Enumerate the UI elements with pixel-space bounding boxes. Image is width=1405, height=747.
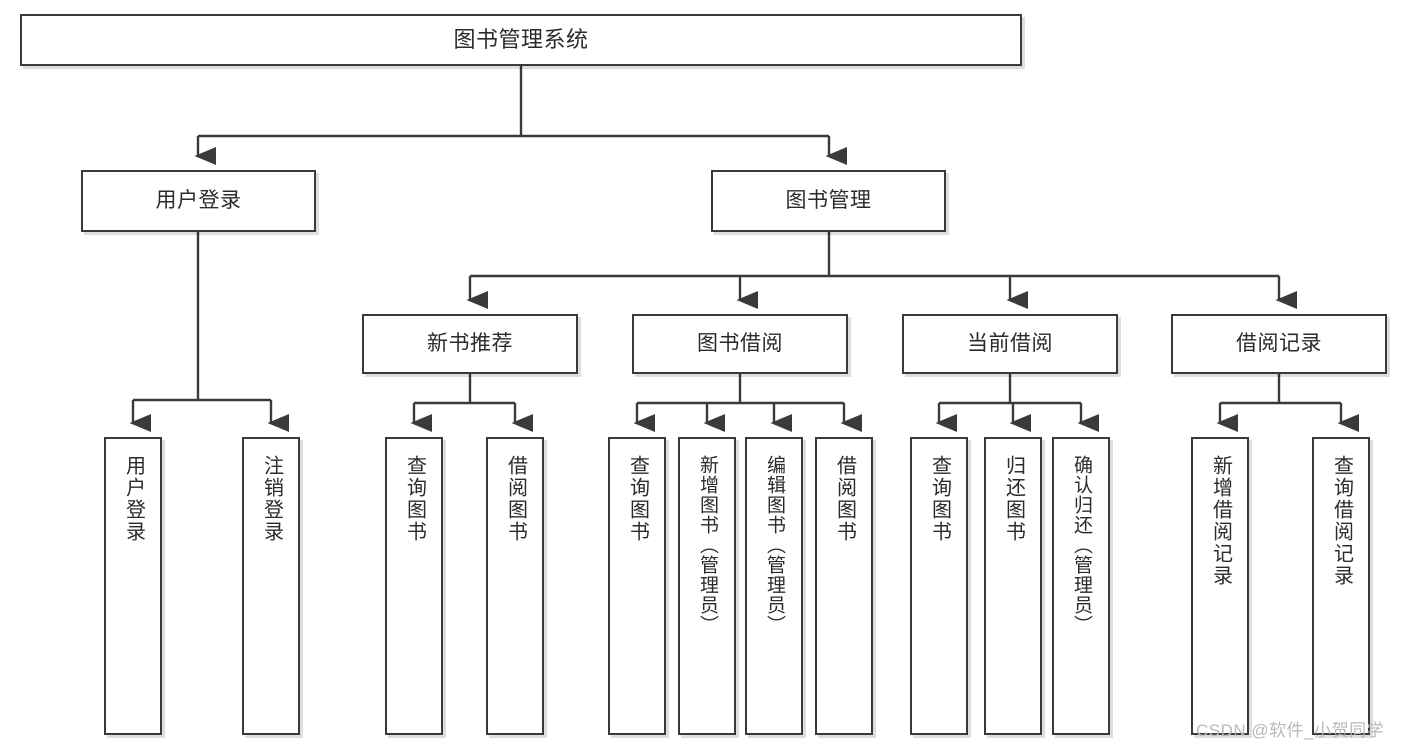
leaf-borrow-book[interactable]: 借阅图书 xyxy=(815,437,873,735)
leaf-add-borrow-record[interactable]: 新增借阅记录 xyxy=(1191,437,1249,735)
node-book-management-label: 图书管理 xyxy=(785,189,872,213)
node-new-book-recommend-label: 新书推荐 xyxy=(427,332,513,356)
leaf-user-login[interactable]: 用户登录 xyxy=(104,437,162,735)
csdn-watermark: CSDN @软件_小贺同学 xyxy=(1196,721,1385,740)
node-borrow-record-label: 借阅记录 xyxy=(1236,332,1322,356)
leaf-return-book-label: 归还图书 xyxy=(1002,455,1025,543)
leaf-query-book-current[interactable]: 查询图书 xyxy=(910,437,968,735)
node-new-book-recommend[interactable]: 新书推荐 xyxy=(362,314,578,374)
leaf-add-borrow-record-label: 新增借阅记录 xyxy=(1209,455,1232,587)
leaf-query-borrow-record-label: 查询借阅记录 xyxy=(1330,455,1353,587)
node-book-borrow-label: 图书借阅 xyxy=(697,332,783,356)
leaf-borrow-book-label: 借阅图书 xyxy=(833,455,856,543)
leaf-query-borrow-record[interactable]: 查询借阅记录 xyxy=(1312,437,1370,735)
leaf-borrow-book-recommend-label: 借阅图书 xyxy=(504,455,527,543)
node-user-login[interactable]: 用户登录 xyxy=(81,170,316,232)
leaf-edit-book-admin[interactable]: 编辑图书（管理员） xyxy=(745,437,803,735)
leaf-query-book-current-label: 查询图书 xyxy=(928,455,951,543)
node-current-borrow-label: 当前借阅 xyxy=(967,332,1053,356)
leaf-return-book[interactable]: 归还图书 xyxy=(984,437,1042,735)
node-book-management[interactable]: 图书管理 xyxy=(711,170,946,232)
leaf-add-book-admin[interactable]: 新增图书（管理员） xyxy=(678,437,736,735)
leaf-user-logout[interactable]: 注销登录 xyxy=(242,437,300,735)
leaf-query-book-borrow-label: 查询图书 xyxy=(626,455,649,543)
node-root-label: 图书管理系统 xyxy=(453,26,589,52)
leaf-query-book-borrow[interactable]: 查询图书 xyxy=(608,437,666,735)
node-book-borrow[interactable]: 图书借阅 xyxy=(632,314,848,374)
node-user-login-label: 用户登录 xyxy=(155,189,242,213)
node-borrow-record[interactable]: 借阅记录 xyxy=(1171,314,1387,374)
leaf-query-book-recommend-label: 查询图书 xyxy=(403,455,426,543)
leaf-user-logout-label: 注销登录 xyxy=(260,455,283,543)
leaf-confirm-return-admin[interactable]: 确认归还（管理员） xyxy=(1052,437,1110,735)
leaf-add-book-admin-label: 新增图书（管理员） xyxy=(696,455,718,635)
leaf-query-book-recommend[interactable]: 查询图书 xyxy=(385,437,443,735)
node-current-borrow[interactable]: 当前借阅 xyxy=(902,314,1118,374)
leaf-borrow-book-recommend[interactable]: 借阅图书 xyxy=(486,437,544,735)
leaf-edit-book-admin-label: 编辑图书（管理员） xyxy=(763,455,785,635)
leaf-user-login-label: 用户登录 xyxy=(122,455,145,543)
leaf-confirm-return-admin-label: 确认归还（管理员） xyxy=(1070,455,1092,635)
node-root[interactable]: 图书管理系统 xyxy=(20,14,1022,66)
